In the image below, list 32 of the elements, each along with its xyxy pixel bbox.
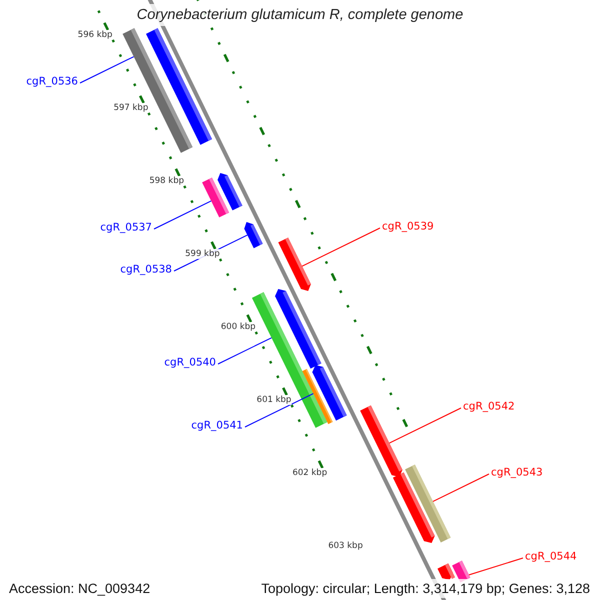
gene-label: cgR_0538: [120, 264, 172, 276]
leader-line: [468, 558, 524, 576]
gene-label: cgR_0544: [525, 550, 577, 564]
scale-label: 599 kbp: [185, 249, 220, 260]
leader-line: [218, 337, 272, 364]
gene-block: [392, 472, 435, 544]
gene-label: cgR_0541: [191, 420, 243, 432]
gene-block: [360, 405, 402, 478]
leader-line: [80, 56, 134, 84]
scale-label: 600 kbp: [220, 322, 256, 332]
gene-label: cgR_0540: [164, 356, 216, 370]
gene-label: cgR_0543: [491, 466, 543, 480]
leader-line: [388, 408, 462, 444]
leader-line: [154, 200, 212, 230]
gene-block: [244, 222, 263, 248]
scale-label: 596 kbp: [78, 30, 112, 40]
gene-block: [278, 238, 311, 291]
gene-block: [218, 173, 242, 210]
gene-label: cgR_0539: [382, 220, 434, 234]
leader-line: [432, 474, 490, 502]
gene-label: cgR_0537: [100, 222, 152, 234]
scale-label: 601 kbp: [256, 395, 292, 406]
gene-label: cgR_0542: [463, 400, 515, 414]
scale-label: 597 kbp: [114, 103, 148, 114]
gene-block: [438, 563, 456, 580]
leader-line: [244, 393, 314, 428]
scale-label: 598 kbp: [149, 176, 184, 186]
gene-label: cgR_0536: [26, 76, 78, 88]
scale-label: 602 kbp: [292, 468, 328, 478]
scale-label: 603 kbp: [328, 541, 363, 552]
gene-block: [302, 368, 333, 424]
leader-line: [302, 228, 380, 267]
